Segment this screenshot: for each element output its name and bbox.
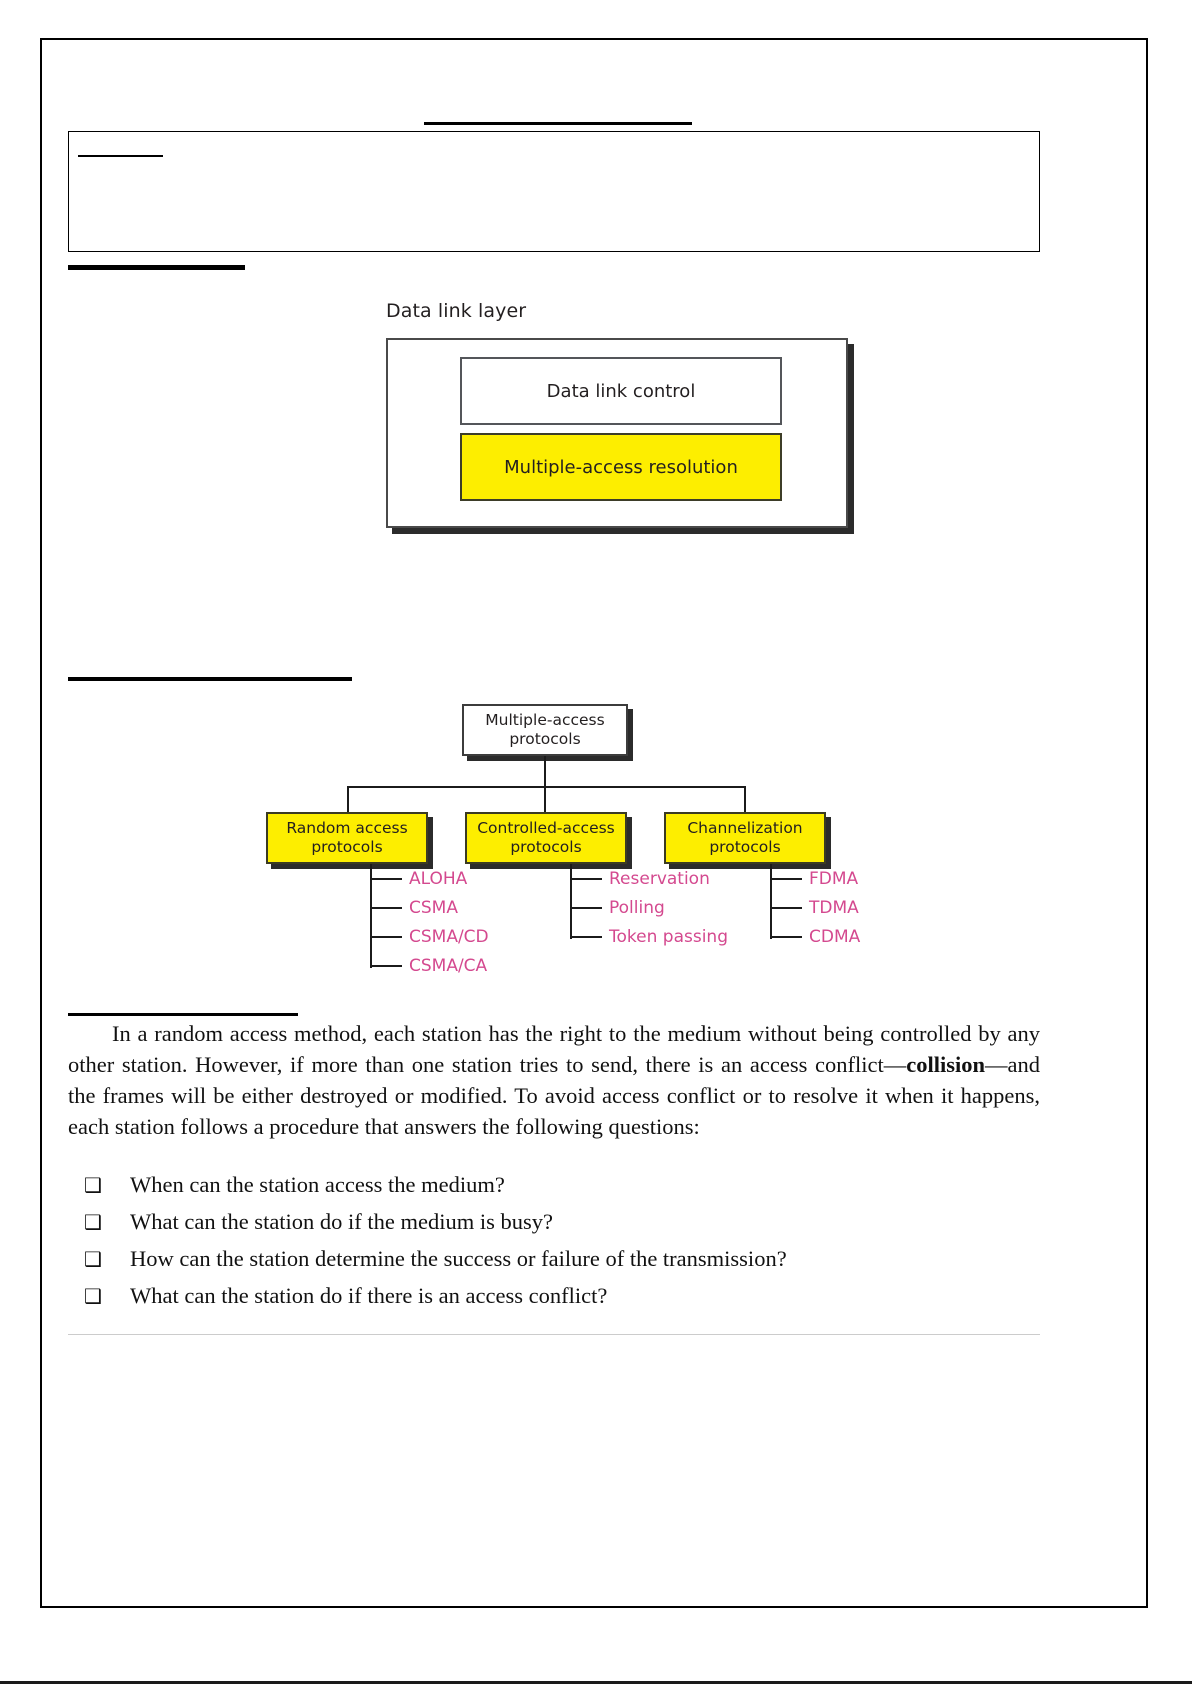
leaf-label-csma-ca: CSMA/CA [409, 955, 488, 976]
leaf-item: CSMA/CA [370, 951, 489, 980]
leaf-label-reservation: Reservation [609, 868, 710, 889]
connector-horizontal-bus [347, 786, 745, 788]
leaf-spine-1 [370, 864, 372, 968]
leaf-label-cdma: CDMA [809, 926, 861, 947]
leaf-dash-icon [370, 935, 402, 938]
tree-node-channelization-line1: Channelization [687, 819, 803, 837]
paragraph-part-1: In a random access method, each station … [68, 1021, 1040, 1077]
checkbox-bullet-icon: ❑ [84, 1210, 102, 1234]
header-title-rule [424, 122, 692, 125]
leaf-dash-icon [370, 877, 402, 880]
leaf-label-fdma: FDMA [809, 868, 859, 889]
tree-node-root-line1: Multiple-access [485, 711, 605, 729]
leaf-label-csma: CSMA [409, 897, 458, 918]
paragraph-part-2: —and the frames will be either destroyed… [68, 1052, 1040, 1139]
list-item-label: How can the station determine the succes… [130, 1246, 787, 1271]
connector-child2-vertical [544, 786, 546, 812]
header-callout-box [68, 131, 1040, 252]
paragraph-bold-collision: collision [906, 1052, 985, 1077]
list-item-label: What can the station do if the medium is… [130, 1209, 554, 1234]
connector-child1-vertical [347, 786, 349, 812]
leaf-dash-icon [770, 935, 802, 938]
leaf-item: CSMA [370, 893, 489, 922]
tree-node-random-access: Random access protocols [266, 812, 428, 864]
checkbox-bullet-icon: ❑ [84, 1284, 102, 1308]
list-item-label: What can the station do if there is an a… [130, 1283, 608, 1308]
leaf-dash-icon [770, 877, 802, 880]
question-list: ❑ When can the station access the medium… [84, 1168, 1040, 1316]
leaf-item: Token passing [570, 922, 728, 951]
leaf-label-token-passing: Token passing [609, 926, 728, 947]
tree-node-random-access-line2: protocols [311, 838, 383, 856]
leaf-dash-icon [570, 877, 602, 880]
list-item: ❑ What can the station do if the medium … [84, 1205, 1040, 1239]
figure-multiple-access-protocols: Multiple-access protocols Random access … [250, 700, 870, 1000]
leaf-item: CDMA [770, 922, 860, 951]
leaf-spine-2 [570, 864, 572, 939]
page-bottom-rule [0, 1681, 1192, 1684]
footer-divider [68, 1334, 1040, 1335]
tree-node-root: Multiple-access protocols [462, 704, 628, 756]
tree-node-controlled-access-line2: protocols [510, 838, 582, 856]
leaf-dash-icon [570, 935, 602, 938]
section-heading-rule-mid [68, 677, 352, 681]
tree-node-channelization: Channelization protocols [664, 812, 826, 864]
leaf-group-controlled-access: Reservation Polling Token passing [570, 864, 728, 951]
leaf-group-channelization: FDMA TDMA CDMA [770, 864, 860, 951]
leaf-item: Polling [570, 893, 728, 922]
list-item: ❑ How can the station determine the succ… [84, 1242, 1040, 1276]
leaf-dash-icon [370, 906, 402, 909]
leaf-item: CSMA/CD [370, 922, 489, 951]
connector-root-vertical [544, 756, 546, 788]
tree-node-controlled-access: Controlled-access protocols [465, 812, 627, 864]
leaf-dash-icon [370, 964, 402, 967]
leaf-spine-3 [770, 864, 772, 939]
tree-node-random-access-line1: Random access [286, 819, 408, 837]
figure-data-link-layer: Data link layer Data link control Multip… [386, 300, 866, 540]
list-item: ❑ When can the station access the medium… [84, 1168, 1040, 1202]
header-callout-rule [78, 155, 163, 157]
leaf-label-polling: Polling [609, 897, 665, 918]
multiple-access-resolution-box: Multiple-access resolution [460, 433, 782, 501]
tree-node-root-line2: protocols [509, 730, 581, 748]
leaf-item: Reservation [570, 864, 728, 893]
checkbox-bullet-icon: ❑ [84, 1247, 102, 1271]
section-heading-rule-low [68, 1013, 298, 1016]
leaf-dash-icon [570, 906, 602, 909]
section-heading-rule-top [68, 265, 245, 270]
leaf-dash-icon [770, 906, 802, 909]
leaf-label-aloha: ALOHA [409, 868, 468, 889]
figure-caption-data-link-layer: Data link layer [386, 300, 527, 322]
checkbox-bullet-icon: ❑ [84, 1173, 102, 1197]
leaf-group-random-access: ALOHA CSMA CSMA/CD CSMA/CA [370, 864, 489, 980]
leaf-item: ALOHA [370, 864, 489, 893]
leaf-item: FDMA [770, 864, 860, 893]
data-link-control-box: Data link control [460, 357, 782, 425]
tree-node-controlled-access-line1: Controlled-access [477, 819, 615, 837]
tree-node-channelization-line2: protocols [709, 838, 781, 856]
list-item-label: When can the station access the medium? [130, 1172, 505, 1197]
leaf-label-tdma: TDMA [809, 897, 859, 918]
list-item: ❑ What can the station do if there is an… [84, 1279, 1040, 1313]
page-border [40, 38, 1148, 1608]
connector-child3-vertical [744, 786, 746, 812]
body-paragraph: In a random access method, each station … [68, 1018, 1040, 1142]
data-link-layer-container: Data link control Multiple-access resolu… [386, 338, 848, 528]
leaf-item: TDMA [770, 893, 860, 922]
leaf-label-csma-cd: CSMA/CD [409, 926, 489, 947]
